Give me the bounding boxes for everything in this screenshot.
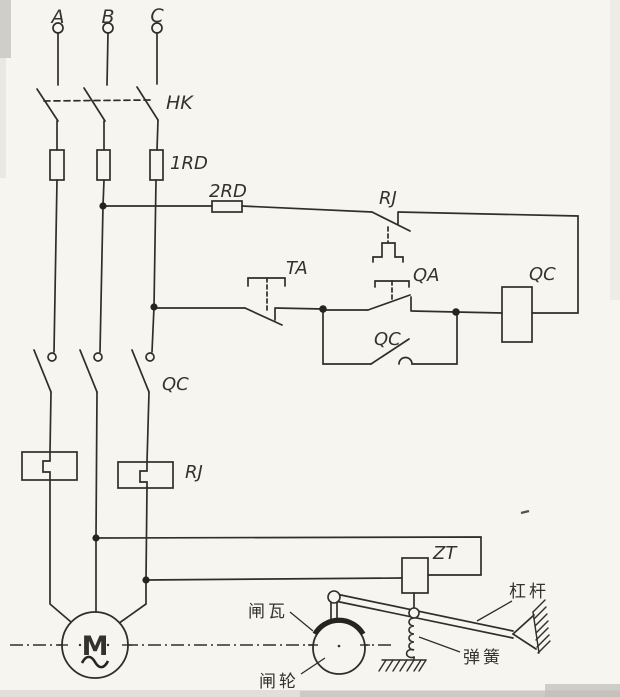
phase-c-label: C xyxy=(150,5,164,27)
centerline-ticks xyxy=(58,643,370,648)
stop-button-label: TA xyxy=(286,258,308,279)
fuse-2rd xyxy=(211,200,243,213)
lever-pin-joint xyxy=(327,590,341,604)
start-button-label: QA xyxy=(413,265,439,286)
overload-heater-label: RJ xyxy=(185,462,203,483)
brake-shoe xyxy=(312,617,366,636)
lever-label: 杠杆 xyxy=(509,582,549,602)
wall-anchor xyxy=(532,599,551,654)
stop-button-ta xyxy=(153,277,324,326)
motor-label: M xyxy=(82,631,109,662)
phase-a-terminal xyxy=(52,22,64,86)
coil-label: QC xyxy=(529,264,556,285)
spring-label: 弹簧 xyxy=(463,648,503,668)
fuse-1rd-c xyxy=(149,149,164,181)
brake-shoe-label: 闸瓦 xyxy=(248,602,288,622)
brake-magnet-label: ZT xyxy=(432,543,458,564)
overload-contact-label: RJ xyxy=(379,188,397,209)
aux-contact-label: QC xyxy=(374,329,401,350)
control-wire-to-rj xyxy=(241,205,373,213)
motor-feed-wires xyxy=(49,479,148,629)
label-leaders xyxy=(289,600,513,675)
main-fuse-label: 1RD xyxy=(170,153,208,174)
contactor-coil-qc xyxy=(455,286,533,343)
fuse-1rd-b xyxy=(96,149,111,181)
contactor-aux-contact-qc xyxy=(322,308,458,365)
spring xyxy=(405,617,415,661)
knife-switch-hk xyxy=(36,86,159,151)
thermal-heater-rj-c xyxy=(117,461,174,489)
ground-symbol xyxy=(378,659,427,672)
contactor-main-contacts-qc xyxy=(33,349,155,539)
phase-c-terminal xyxy=(151,22,163,85)
phase-b-terminal xyxy=(102,22,114,86)
brake-magnet-wires xyxy=(95,536,482,581)
junction-dots xyxy=(92,202,460,584)
phase-a-label: A xyxy=(50,6,65,28)
magnet-lever-joint xyxy=(408,607,420,619)
knife-switch-label: HK xyxy=(166,92,194,114)
main-contacts-label: QC xyxy=(162,374,189,395)
motor-ac-tilde xyxy=(80,655,110,669)
start-button-qa xyxy=(322,280,457,313)
thermal-heater-rj-a xyxy=(21,451,78,481)
control-fuse-label: 2RD xyxy=(209,181,247,202)
brake-wheel-label: 闸轮 xyxy=(259,672,299,692)
brake-magnet-zt xyxy=(401,557,429,609)
lever xyxy=(334,593,537,650)
phase-b-label: B xyxy=(101,6,114,28)
stray-mark xyxy=(520,509,530,515)
overload-contact-rj xyxy=(371,211,579,314)
fuse-1rd-a xyxy=(49,149,65,181)
